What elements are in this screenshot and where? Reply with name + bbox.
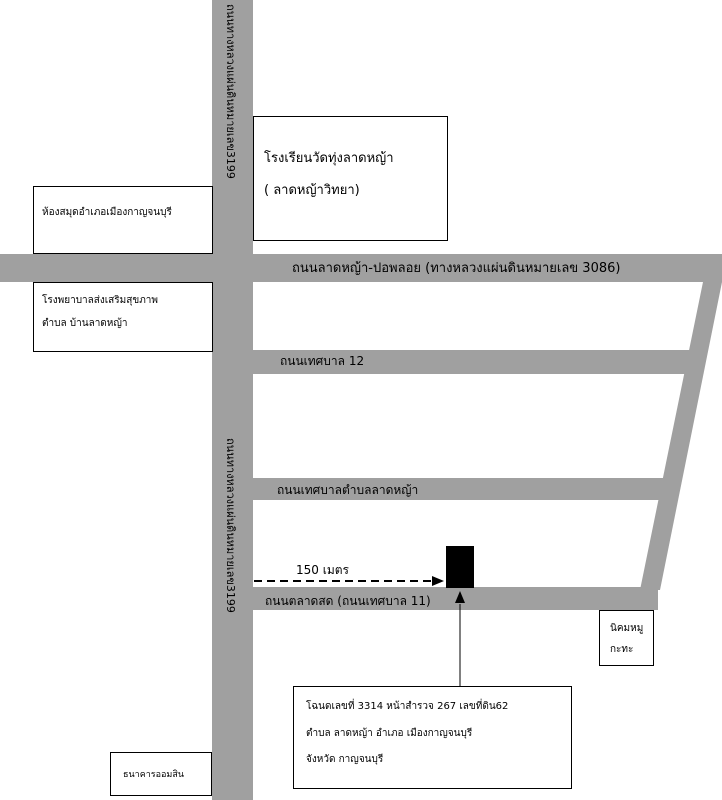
road-label-highway-3199-bottom: ถนนทางหลวงแผ่นดินหมายเลข3199	[224, 438, 237, 613]
deed-number: โฉนดเลขที่ 3314 หน้าสำรวจ 267 เลขที่ดิน6…	[306, 701, 509, 712]
distance-arrow	[254, 576, 444, 586]
road-east-diagonal	[640, 282, 722, 590]
road-label-lat-ya-pho-ploi: ถนนลาดหญ้า-ปอพลอย (ทางหลวงแผ่นดินหมายเลข…	[292, 261, 621, 276]
landmark-hospital: โรงพยาบาลส่งเสริมสุขภาพ ตำบล บ้านลาดหญ้า	[33, 282, 213, 352]
distance-arrowhead-icon	[432, 576, 444, 586]
deed-district: ตำบล ลาดหญ้า อำเภอ เมืองกาญจนบุรี	[306, 728, 473, 739]
road-label-talat-sot: ถนนตลาดสด (ถนนเทศบาล 11)	[265, 594, 431, 608]
deed-pointer-arrowhead-icon	[455, 591, 465, 603]
land-plot-marker	[446, 546, 474, 588]
bank-name: ธนาคารออมสิน	[123, 770, 184, 780]
nikhom-subtitle: กะทะ	[610, 644, 634, 655]
road-lat-ya-pho-ploi	[0, 254, 722, 282]
school-name: โรงเรียนวัดทุ่งลาดหญ้า	[264, 151, 394, 166]
road-label-highway-3199-top: ถนนทางหลวงแผ่นดินหมายเลข3199	[224, 4, 237, 179]
school-subtitle: ( ลาดหญ้าวิทยา)	[264, 183, 360, 198]
landmark-school: โรงเรียนวัดทุ่งลาดหญ้า ( ลาดหญ้าวิทยา)	[253, 116, 448, 241]
landmark-bank: ธนาคารออมสิน	[110, 752, 212, 796]
road-label-thetsaban-tambon: ถนนเทศบาลตำบลลาดหญ้า	[277, 483, 419, 497]
deed-province: จังหวัด กาญจนบุรี	[306, 754, 384, 765]
road-thetsaban-tambon	[253, 478, 676, 500]
deed-pointer	[455, 591, 465, 686]
road-thetsaban-12	[253, 350, 698, 374]
hospital-name: โรงพยาบาลส่งเสริมสุขภาพ	[42, 295, 158, 306]
road-label-thetsaban-12: ถนนเทศบาล 12	[280, 354, 365, 368]
landmark-library: ห้องสมุดอำเภอเมืองกาญจนบุรี	[33, 186, 213, 254]
deed-info-box: โฉนดเลขที่ 3314 หน้าสำรวจ 267 เลขที่ดิน6…	[293, 686, 572, 789]
nikhom-name: นิคมหมู	[610, 623, 644, 634]
road-talat-sot	[253, 587, 658, 610]
library-name: ห้องสมุดอำเภอเมืองกาญจนบุรี	[42, 207, 172, 218]
hospital-subtitle: ตำบล บ้านลาดหญ้า	[42, 318, 128, 329]
landmark-nikhom: นิคมหมู กะทะ	[599, 610, 654, 666]
road-highway-3199	[212, 0, 253, 800]
deed-plot	[446, 546, 474, 588]
distance-label: 150 เมตร	[296, 563, 349, 577]
